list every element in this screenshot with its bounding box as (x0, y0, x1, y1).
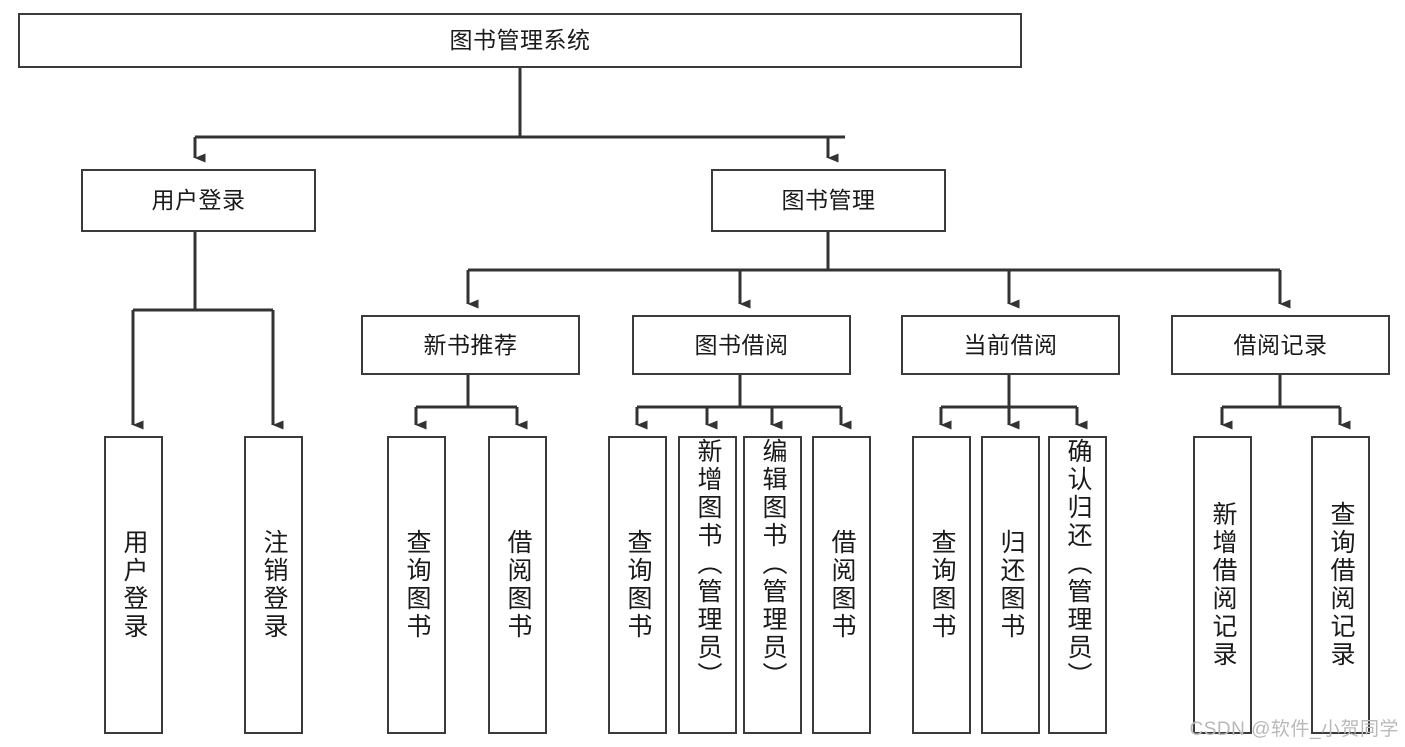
node-current-borrow[interactable]: 当前借阅 (901, 315, 1120, 375)
node-label: 查询图书 (928, 529, 956, 641)
leaf-user-login[interactable]: 用户登录 (104, 436, 163, 734)
node-label: 借阅记录 (1233, 331, 1328, 358)
node-new-book-recommend[interactable]: 新书推荐 (361, 315, 580, 375)
node-root-system[interactable]: 图书管理系统 (18, 13, 1022, 68)
node-label: 图书管理系统 (449, 27, 591, 54)
node-label: 编辑图书（管理员） (759, 438, 787, 690)
node-label: 查询借阅记录 (1327, 501, 1355, 669)
node-label: 图书借阅 (694, 331, 789, 358)
node-label: 图书管理 (781, 187, 876, 214)
leaf-newbook-query-book[interactable]: 查询图书 (387, 436, 446, 734)
node-borrow-record[interactable]: 借阅记录 (1171, 315, 1390, 375)
node-label: 借阅图书 (828, 529, 856, 641)
leaf-bookborrow-query-book[interactable]: 查询图书 (608, 436, 667, 734)
leaf-borrowrecord-add-record[interactable]: 新增借阅记录 (1193, 436, 1252, 734)
node-label: 归还图书 (997, 529, 1025, 641)
node-label: 借阅图书 (504, 529, 532, 641)
node-label: 新书推荐 (423, 331, 518, 358)
leaf-newbook-borrow-book[interactable]: 借阅图书 (488, 436, 547, 734)
node-label: 确认归还（管理员） (1064, 438, 1092, 690)
leaf-currentborrow-query-book[interactable]: 查询图书 (912, 436, 971, 734)
leaf-bookborrow-borrow-book[interactable]: 借阅图书 (812, 436, 871, 734)
leaf-borrowrecord-query-record[interactable]: 查询借阅记录 (1311, 436, 1370, 734)
node-label: 新增借阅记录 (1209, 501, 1237, 669)
leaf-currentborrow-confirm-return-admin[interactable]: 确认归还（管理员） (1048, 436, 1107, 734)
node-label: 新增图书（管理员） (694, 438, 722, 690)
node-label: 用户登录 (151, 187, 246, 214)
watermark-text: CSDN @软件_小贺同学 (1189, 719, 1399, 740)
node-label: 用户登录 (120, 529, 148, 641)
leaf-bookborrow-edit-book-admin[interactable]: 编辑图书（管理员） (743, 436, 802, 734)
node-book-borrow[interactable]: 图书借阅 (632, 315, 851, 375)
leaf-bookborrow-add-book-admin[interactable]: 新增图书（管理员） (678, 436, 737, 734)
leaf-logout[interactable]: 注销登录 (244, 436, 303, 734)
leaf-currentborrow-return-book[interactable]: 归还图书 (981, 436, 1040, 734)
node-label: 查询图书 (403, 529, 431, 641)
node-label: 当前借阅 (963, 331, 1058, 358)
node-user-login[interactable]: 用户登录 (81, 169, 316, 232)
node-label: 查询图书 (624, 529, 652, 641)
node-book-management[interactable]: 图书管理 (711, 169, 946, 232)
node-label: 注销登录 (260, 529, 288, 641)
